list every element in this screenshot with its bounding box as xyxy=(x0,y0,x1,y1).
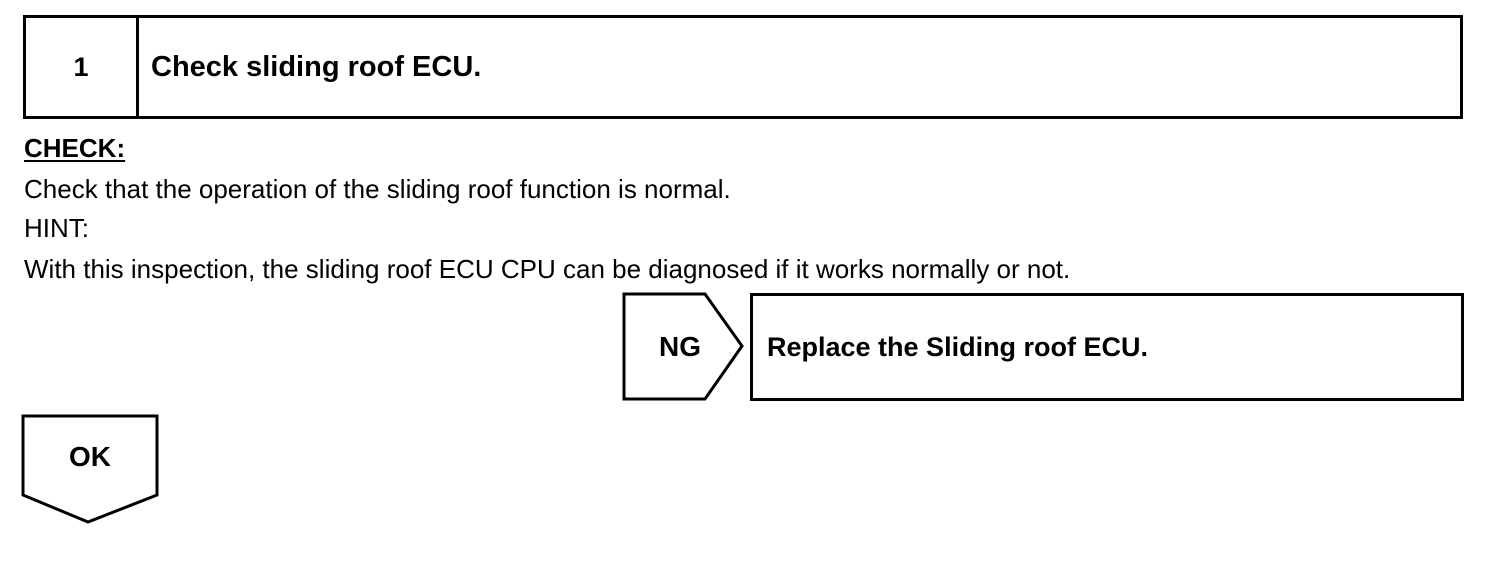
ng-label: NG xyxy=(659,331,701,362)
check-label: CHECK: xyxy=(24,133,126,163)
step-number: 1 xyxy=(26,18,139,116)
hint-label: HINT: xyxy=(24,213,89,243)
step-title: Check sliding roof ECU. xyxy=(151,50,482,83)
ng-arrow-shape xyxy=(622,292,744,401)
step-header: 1 Check sliding roof ECU. xyxy=(23,15,1463,119)
hint-text: With this inspection, the sliding roof E… xyxy=(24,254,1071,284)
ng-action-box: Replace the Sliding roof ECU. xyxy=(750,293,1464,401)
check-instruction: Check that the operation of the sliding … xyxy=(24,174,731,204)
ok-arrow-shape xyxy=(21,414,159,524)
ok-label: OK xyxy=(69,441,111,472)
